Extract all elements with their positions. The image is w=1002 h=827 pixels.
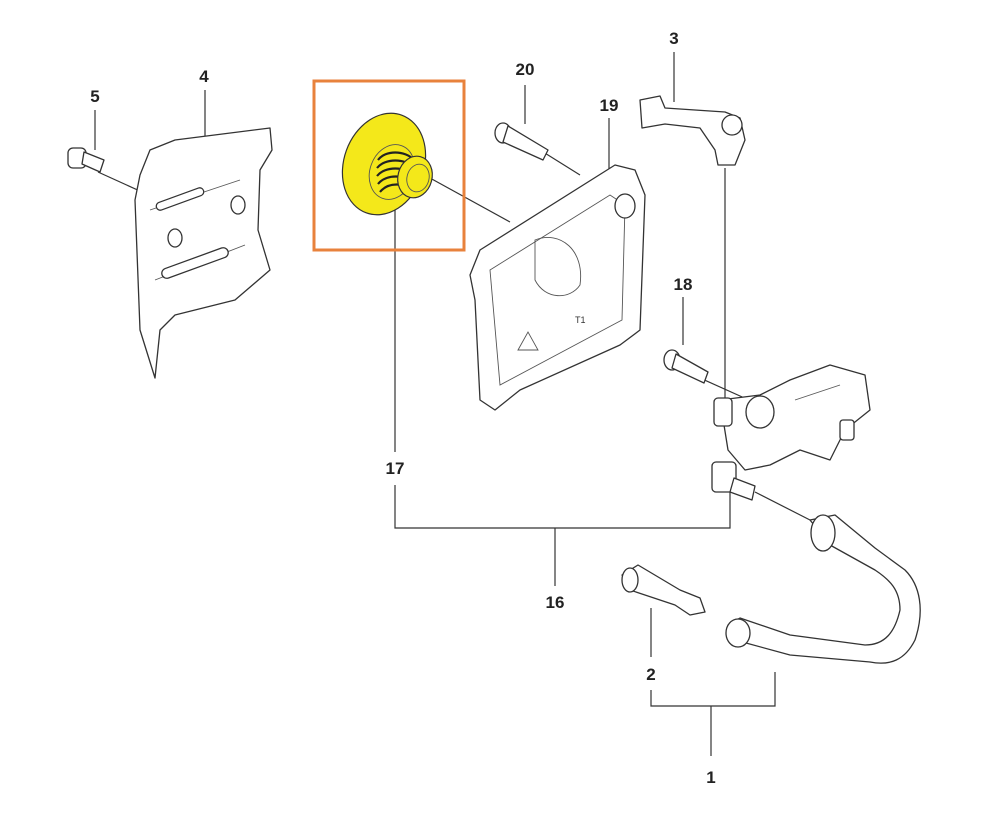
callout-4: 4: [199, 67, 209, 86]
callout-2: 2: [646, 665, 655, 684]
part-4-guide-plate[interactable]: [134, 127, 273, 379]
part-17-plug-highlighted[interactable]: [312, 79, 466, 252]
part-18-screw[interactable]: [663, 349, 709, 384]
callout-17: 17: [386, 459, 405, 478]
part-20-screw[interactable]: [494, 122, 549, 161]
callout-18: 18: [674, 275, 693, 294]
leader-lines: [94, 52, 811, 756]
highlight-box: [312, 79, 466, 252]
part-5-screw[interactable]: [67, 147, 105, 173]
oil-pump-assembly[interactable]: [711, 364, 871, 501]
part-2-filter[interactable]: [621, 564, 706, 616]
callout-3: 3: [669, 29, 678, 48]
callout-1: 1: [706, 768, 715, 787]
callout-19: 19: [600, 96, 619, 115]
callout-5: 5: [90, 87, 99, 106]
part-3-lever[interactable]: [639, 95, 746, 166]
callout-20: 20: [516, 60, 535, 79]
part-1-oil-hose[interactable]: [725, 514, 921, 664]
callout-16: 16: [546, 593, 565, 612]
part-19-cover[interactable]: T1: [469, 164, 646, 411]
svg-text:T1: T1: [575, 315, 586, 325]
